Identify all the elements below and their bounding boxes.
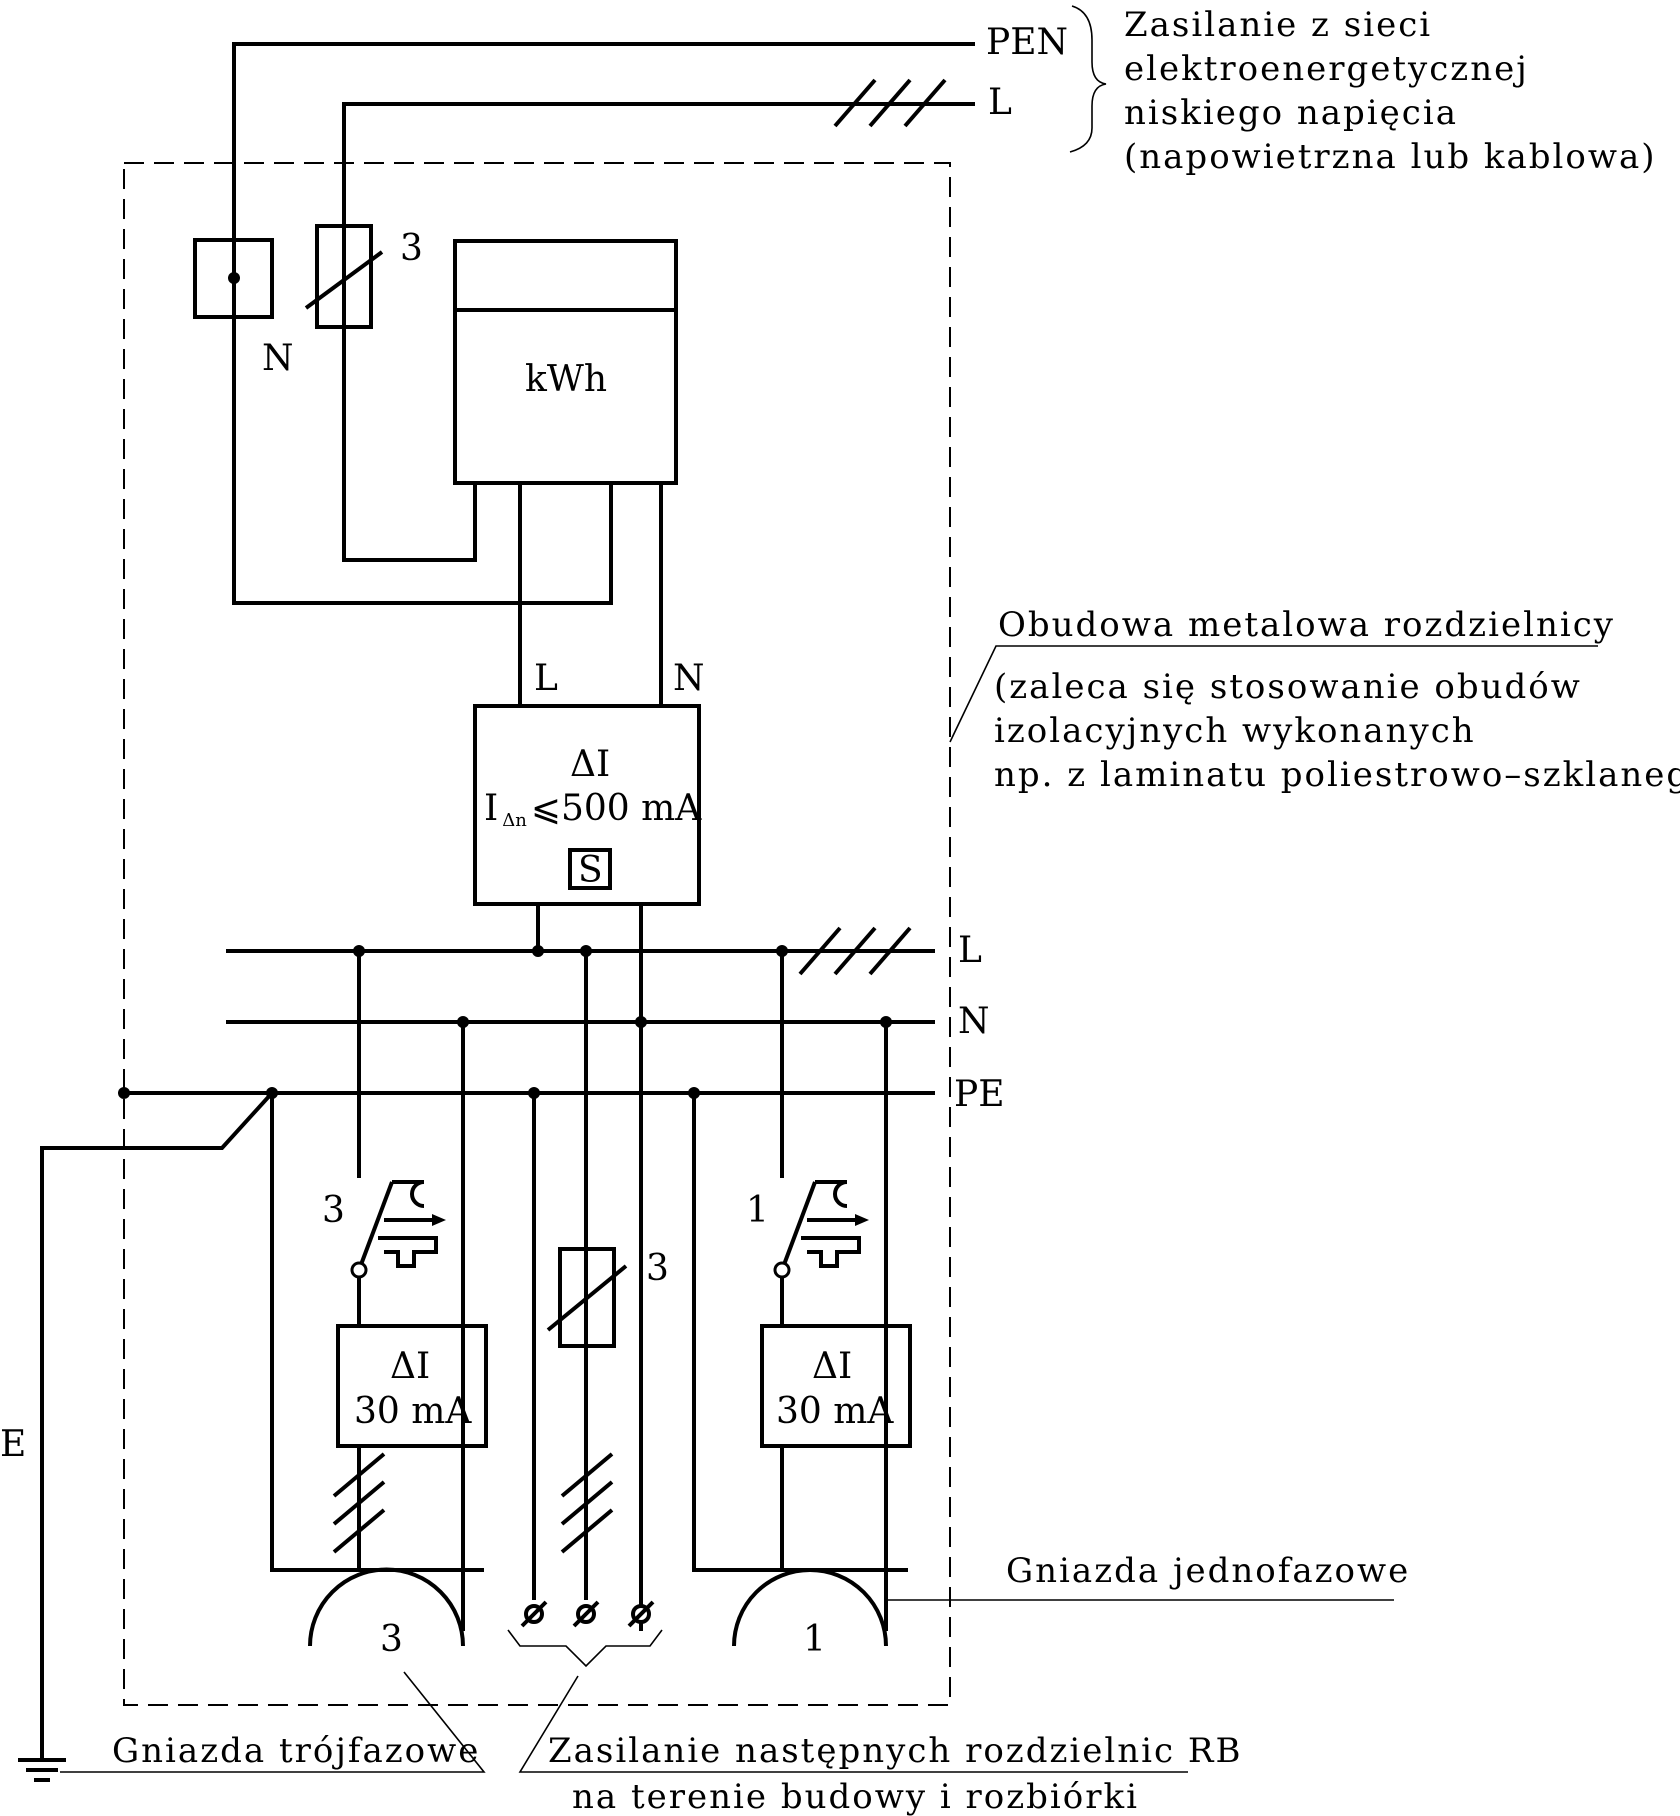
svg-text:(napowietrzna lub kablowa): (napowietrzna lub kablowa) xyxy=(1124,137,1657,177)
rcd-input-n-label: N xyxy=(673,658,705,699)
main-rcd-s-label: S xyxy=(578,850,603,891)
svg-text:Zasilanie z sieci: Zasilanie z sieci xyxy=(1124,5,1432,45)
single-phase-rcd-symbol: ΔI xyxy=(812,1346,852,1387)
next-boards-callout: Zasilanie następnych rozdzielnic RB na t… xyxy=(518,1675,1242,1816)
pen-label: PEN xyxy=(986,22,1068,63)
svg-text:elektroenergetycznej: elektroenergetycznej xyxy=(1124,49,1529,89)
main-rcd xyxy=(473,704,701,906)
supply-description: Zasilanie z sieci elektroenergetycznej n… xyxy=(1124,5,1657,177)
svg-text:np. z laminatu poliestrowo–szk: np. z laminatu poliestrowo–szklanego) xyxy=(994,755,1680,795)
earth-label: E xyxy=(0,1424,26,1465)
svg-text:(zaleca się stosowanie obudów: (zaleca się stosowanie obudów xyxy=(994,667,1582,707)
three-phase-breaker-label: 3 xyxy=(322,1190,345,1231)
earth-symbol xyxy=(18,1758,66,1782)
bus-l-label: L xyxy=(958,930,982,971)
busbars xyxy=(124,926,935,1095)
enclosure-outline xyxy=(123,162,951,1706)
n-terminal-label: N xyxy=(262,338,294,379)
svg-text:Zasilanie następnych rozdzieln: Zasilanie następnych rozdzielnic RB xyxy=(548,1731,1242,1771)
three-phase-callout: Gniazda trójfazowe xyxy=(60,1671,486,1773)
feeder-branch xyxy=(507,951,663,1668)
l-supply-label: L xyxy=(988,82,1012,123)
main-fuse xyxy=(315,224,373,329)
main-rcd-symbol: ΔI xyxy=(570,744,610,785)
bus-n-label: N xyxy=(958,1001,990,1042)
main-fuse-label: 3 xyxy=(400,228,423,269)
supply-lines xyxy=(232,42,975,605)
n-terminal-block xyxy=(193,238,274,319)
svg-text:niskiego napięcia: niskiego napięcia xyxy=(1124,93,1458,133)
svg-text:na terenie budowy i rozbiórki: na terenie budowy i rozbiórki xyxy=(572,1777,1139,1816)
enclosure-callout: Obudowa metalowa rozdzielnicy (zaleca si… xyxy=(949,605,1680,795)
single-phase-branch xyxy=(692,951,912,1647)
meter-label: kWh xyxy=(525,359,607,400)
feeder-fuse-label: 3 xyxy=(646,1248,669,1289)
three-phase-branch xyxy=(270,951,488,1647)
supply-brace xyxy=(1069,5,1107,153)
rcd-input-l-label: L xyxy=(534,658,558,699)
three-phase-rcd-rating: 30 mA xyxy=(354,1391,472,1432)
svg-text:Obudowa metalowa rozdzielnicy: Obudowa metalowa rozdzielnicy xyxy=(998,605,1615,645)
bus-pe-label: PE xyxy=(954,1074,1005,1115)
single-phase-callout: Gniazda jednofazowe xyxy=(886,1551,1410,1601)
three-phase-rcd-symbol: ΔI xyxy=(390,1346,430,1387)
single-phase-rcd-rating: 30 mA xyxy=(776,1391,894,1432)
single-phase-socket-label: 1 xyxy=(803,1619,826,1660)
earth-conductor xyxy=(40,1091,274,1760)
energy-meter xyxy=(453,239,678,485)
three-phase-socket-label: 3 xyxy=(380,1619,403,1660)
svg-text:izolacyjnych wykonanych: izolacyjnych wykonanych xyxy=(994,711,1476,751)
svg-text:Gniazda trójfazowe: Gniazda trójfazowe xyxy=(112,1731,480,1771)
main-rcd-s-box xyxy=(568,848,612,890)
single-phase-breaker-label: 1 xyxy=(746,1190,769,1231)
svg-text:Gniazda jednofazowe: Gniazda jednofazowe xyxy=(1006,1551,1410,1591)
